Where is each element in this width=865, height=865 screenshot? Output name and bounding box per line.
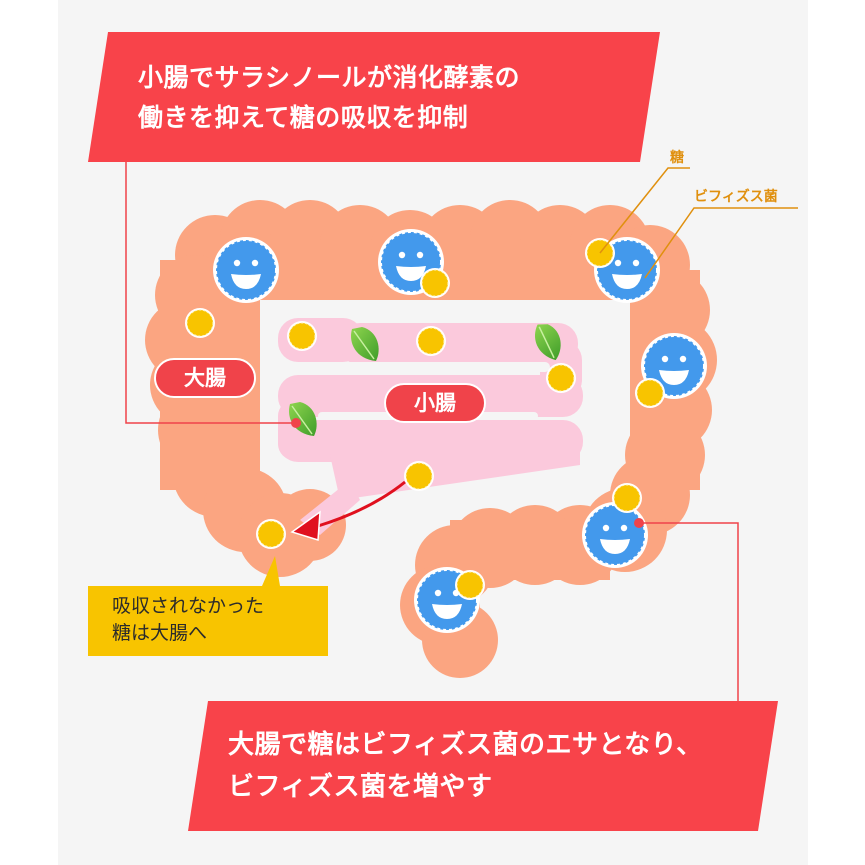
large-intestine-label: 大腸 — [154, 358, 256, 398]
bottom-banner: 大腸で糖はビフィズス菌のエサとなり、 ビフィズス菌を増やす — [228, 724, 703, 808]
bottom-banner-connector — [639, 522, 739, 701]
top-banner: 小腸でサラシノールが消化酵素の 働きを抑えて糖の吸収を抑制 — [138, 58, 520, 138]
sugar-dot-icon — [286, 320, 318, 352]
bottom-banner-line: ビフィズス菌を増やす — [228, 772, 493, 802]
sugar-dot-icon — [454, 569, 486, 601]
red-arrow-icon — [317, 480, 406, 528]
red-arrow-head — [290, 510, 321, 541]
bottom-banner-line: 大腸で糖はビフィズス菌のエサとなり、 — [228, 730, 703, 760]
sugar-legend-line — [599, 167, 690, 254]
callout-line: 吸収されなかった — [112, 595, 265, 617]
callout-pointer — [262, 556, 280, 586]
sugar-dot-icon — [403, 460, 435, 492]
sugar-dot-icon — [255, 518, 287, 550]
sugar-dot-icon — [184, 307, 216, 339]
small-intestine-label: 小腸 — [384, 383, 486, 423]
callout-line: 糖は大腸へ — [112, 622, 208, 644]
top-banner-shape — [88, 32, 660, 162]
top-banner-line: 小腸でサラシノールが消化酵素の — [138, 63, 521, 92]
top-banner-connector — [125, 162, 296, 424]
small-intestine-shape — [278, 318, 583, 535]
sugar-dot-icon — [545, 362, 577, 394]
sugar-legend-label: 糖 — [670, 150, 684, 166]
top-banner-line: 働きを抑えて糖の吸収を抑制 — [138, 103, 469, 132]
bifidobacteria-smiley-icon — [212, 236, 280, 304]
sugar-dot-icon — [419, 267, 451, 299]
callout-box: 吸収されなかった 糖は大腸へ — [88, 586, 328, 656]
bifidobacteria-smiley-icon — [581, 501, 649, 569]
bifidobacteria-legend-line — [644, 207, 798, 279]
sugar-dot-icon — [634, 377, 666, 409]
sugar-dot-icon — [415, 325, 447, 357]
bifidobacteria-legend-label: ビフィズス菌 — [694, 189, 778, 205]
sugar-dot-icon — [611, 482, 643, 514]
bottom-banner-shape — [188, 701, 778, 831]
